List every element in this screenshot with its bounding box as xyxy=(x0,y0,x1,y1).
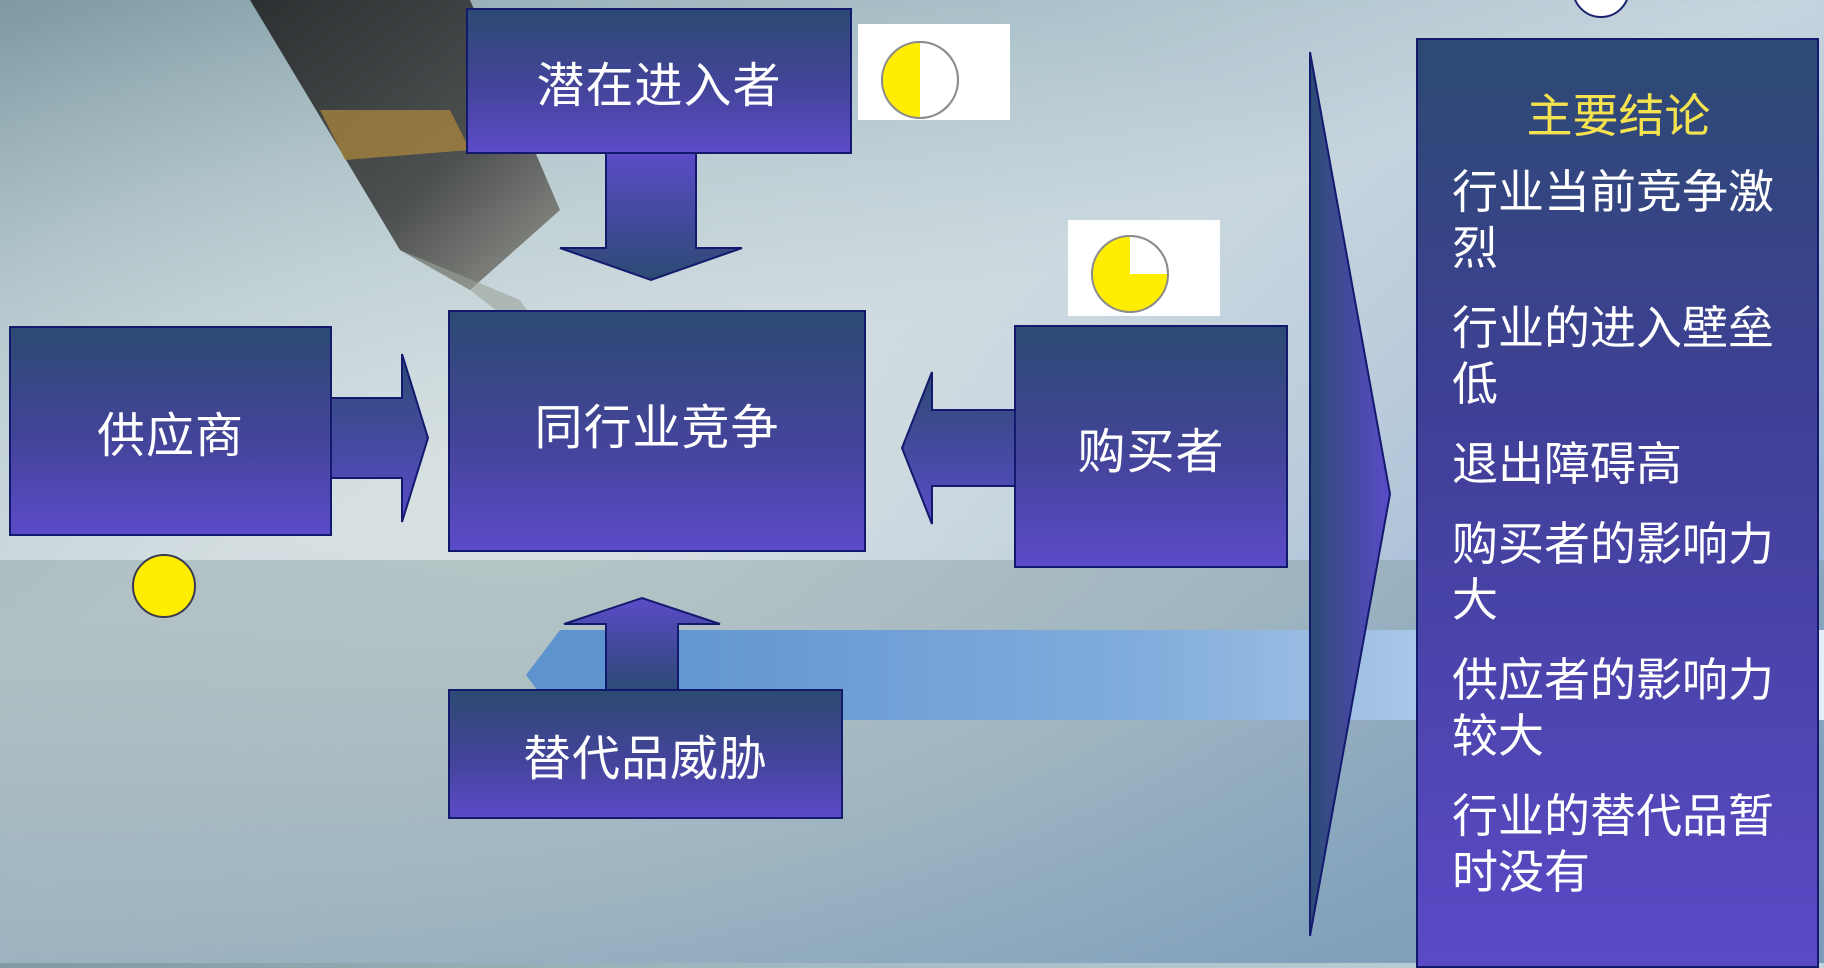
conclusions-panel: 主要结论 行业当前竞争激烈 行业的进入壁垒低 退出障碍高 购买者的影响力大 供应… xyxy=(1416,38,1819,968)
supplier-box: 供应商 xyxy=(9,326,332,536)
arrow-down-from-entrants xyxy=(559,151,743,282)
conclusion-item: 行业的替代品暂时没有 xyxy=(1452,789,1774,899)
arrow-left-from-buyer xyxy=(900,371,1017,525)
buyer-rating-card xyxy=(1068,220,1220,316)
conclusions-list: 行业当前竞争激烈 行业的进入壁垒低 退出障碍高 购买者的影响力大 供应者的影响力… xyxy=(1452,164,1799,900)
buyer-box: 购买者 xyxy=(1014,325,1288,568)
arrow-up-from-substitutes xyxy=(563,596,721,693)
substitutes-box: 替代品威胁 xyxy=(448,689,843,819)
half-circle-rating-icon xyxy=(881,41,959,119)
conclusion-item: 供应者的影响力较大 xyxy=(1452,653,1774,763)
supplier-rating xyxy=(130,552,198,620)
entrants-box: 潜在进入者 xyxy=(466,8,852,154)
three-quarter-circle-rating-icon xyxy=(1091,235,1169,313)
conclusion-item: 退出障碍高 xyxy=(1452,437,1682,491)
conclusion-item: 购买者的影响力大 xyxy=(1452,517,1774,627)
conclusion-chevron xyxy=(1309,51,1392,937)
arrow-right-from-supplier xyxy=(329,353,430,523)
conclusion-item: 行业当前竞争激烈 xyxy=(1452,165,1774,275)
conclusion-item: 行业的进入壁垒低 xyxy=(1452,301,1774,411)
full-circle-rating-icon xyxy=(132,554,196,618)
rivalry-box: 同行业竞争 xyxy=(448,310,866,552)
conclusions-title: 主要结论 xyxy=(1526,89,1711,143)
entrants-rating-card xyxy=(858,24,1010,120)
